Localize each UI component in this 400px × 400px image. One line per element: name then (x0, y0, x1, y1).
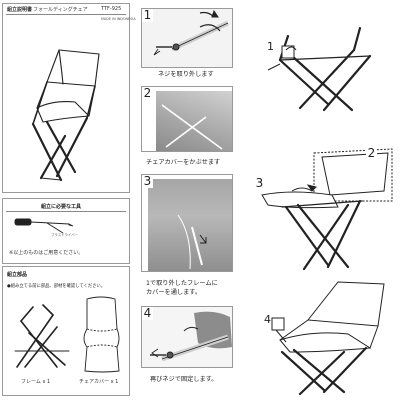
chair-cover-part-illustration (83, 296, 120, 373)
step-3-panel: 3 (141, 174, 233, 272)
step-4-number: 4 (142, 306, 153, 320)
tools-divider (6, 211, 126, 212)
step-3-number: 3 (142, 174, 153, 188)
doc-title: 組立説明書 (7, 7, 33, 13)
step-4-caption: 再びネジで固定します。 (150, 376, 218, 383)
tools-title: 組立に必要な工具 (41, 204, 82, 210)
diagram-2-label: 2 (366, 146, 377, 160)
part-label-cover: チェアカバー x 1 (79, 379, 119, 385)
step-3-caption-line2: カバーを通します。 (146, 289, 202, 296)
diagram-step-4-chair (271, 281, 385, 396)
step-2-number: 2 (142, 86, 153, 100)
model-number: TTF-925 (101, 6, 122, 12)
diagram-step-2-3-chair (261, 148, 393, 271)
tools-note: ※以上のものはご用意ください。 (9, 250, 84, 256)
diagram-1-label: 1 (267, 40, 274, 53)
step-1-screw-photo (153, 9, 230, 56)
screwdriver-label: プラスドライバー (51, 233, 78, 237)
step-3-cover-lines (177, 214, 207, 270)
part-label-frame: フレーム x 1 (21, 379, 51, 385)
header-divider (6, 14, 126, 15)
diagram-3-label: 3 (254, 176, 265, 190)
diagram-4-label: 4 (264, 313, 271, 326)
diagram-step-1-frame (267, 26, 372, 112)
frame-part-illustration (14, 304, 70, 368)
step-1-panel: 1 (141, 8, 233, 68)
made-in-label: MADE IN INDONESIA (101, 17, 136, 21)
step-4-screw-photo (150, 311, 232, 362)
step-2-photo (156, 91, 232, 151)
tools-panel: 組立に必要な工具 プラスドライバー ※以上のものはご用意ください。 (2, 198, 130, 264)
step-1-number: 1 (142, 8, 153, 22)
step-2-frame-lines (161, 104, 223, 150)
parts-panel: 組立部品 ●組み立てる前に部品、部材を確認してください。 フレーム x 1 チェ… (2, 266, 130, 396)
step-2-panel: 2 (141, 86, 233, 152)
parts-title: 組立部品 (7, 272, 28, 278)
screwdriver-icon (14, 218, 74, 234)
step-1-caption: ネジを取り外します (158, 71, 214, 78)
step-3-caption-line1: 1で取り外したフレームに (146, 280, 218, 287)
parts-note: ●組み立てる前に部品、部材を確認してください。 (7, 284, 106, 289)
step-2-caption: チェアカバーをかぶせます (146, 159, 221, 166)
overview-panel: 組立説明書 フォールディングチェア TTF-925 MADE IN INDONE… (2, 3, 136, 193)
assembled-chair-illustration (31, 49, 100, 182)
step-4-panel: 4 (141, 306, 233, 368)
doc-subtitle: フォールディングチェア (33, 7, 88, 13)
